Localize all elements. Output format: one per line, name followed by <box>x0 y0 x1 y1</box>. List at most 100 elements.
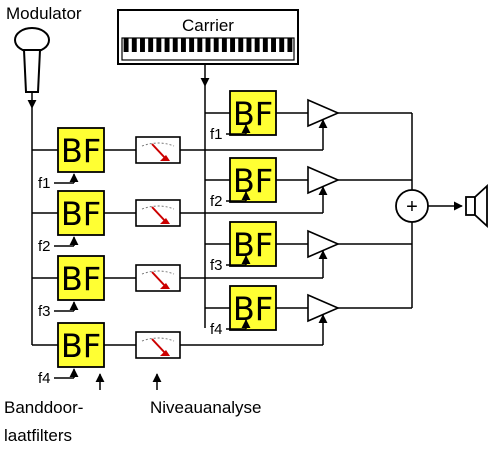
meter-scale <box>141 205 175 210</box>
frequency-label: f3 <box>38 303 51 320</box>
black-key <box>131 38 137 52</box>
filter-box <box>57 190 105 236</box>
filters-label-line1: Banddoor- <box>4 398 83 417</box>
black-key <box>279 38 285 52</box>
frequency-tag: f3 <box>38 301 79 320</box>
sum-bus <box>411 113 463 308</box>
meter-needle <box>151 206 167 223</box>
black-key <box>123 38 129 52</box>
left-bank-row: BF f4 <box>32 322 205 387</box>
meter-face <box>135 136 181 164</box>
band-filter: BF <box>229 221 277 267</box>
black-key <box>197 38 203 52</box>
black-key <box>262 38 268 52</box>
frequency-label: f2 <box>210 193 223 210</box>
band-filter: BF <box>229 90 277 136</box>
band-filter: BF <box>57 322 105 368</box>
level-analysis-label: Niveauanalyse <box>150 398 262 417</box>
black-key <box>287 38 293 52</box>
meter-pivot <box>160 283 170 289</box>
filter-box <box>57 255 105 301</box>
left-bank-row: BF f2 <box>32 190 205 255</box>
level-meter-icon <box>135 199 181 227</box>
black-key <box>246 38 252 52</box>
black-key <box>238 38 244 52</box>
modulator-label: Modulator <box>6 4 82 23</box>
frequency-tag: f2 <box>210 191 251 210</box>
meter-scale <box>141 270 175 275</box>
frequency-tag: f4 <box>210 319 251 338</box>
black-key <box>156 38 162 52</box>
filters-label-line2: laatfilters <box>4 426 72 445</box>
meter-needle <box>151 271 167 288</box>
black-key <box>230 38 236 52</box>
frequency-tag: f4 <box>38 368 79 387</box>
right-bank-row: BF f2 <box>205 157 412 214</box>
black-key <box>221 38 227 52</box>
meter-scale <box>141 142 175 147</box>
meter-needle <box>151 143 167 160</box>
filter-box <box>57 127 105 173</box>
black-key <box>205 38 211 52</box>
black-key <box>164 38 170 52</box>
left-bank-row: BF f3 <box>32 255 205 320</box>
meter-scale <box>141 337 175 342</box>
meter-needle <box>151 338 167 355</box>
filter-text: BF <box>233 95 273 133</box>
black-key <box>271 38 276 52</box>
filter-text: BF <box>233 290 273 328</box>
keyboard-icon <box>121 37 295 61</box>
frequency-label: f1 <box>38 175 51 192</box>
frequency-label: f4 <box>210 321 223 338</box>
filter-text: BF <box>233 226 273 264</box>
filter-text: BF <box>233 162 273 200</box>
sum-symbol: + <box>406 196 418 218</box>
level-meter-icon <box>135 331 181 359</box>
filter-text: BF <box>61 327 101 365</box>
right-bank-row: BF f1 <box>205 90 412 151</box>
band-filter: BF <box>57 190 105 236</box>
frequency-label: f4 <box>38 370 51 387</box>
filter-box <box>229 285 277 331</box>
right-bank-row: BF f3 <box>205 221 412 279</box>
filter-box <box>229 221 277 267</box>
filter-text: BF <box>61 195 101 233</box>
frequency-tag: f1 <box>210 124 251 143</box>
frequency-label: f3 <box>210 257 223 274</box>
black-key <box>148 38 154 52</box>
black-key <box>172 38 178 52</box>
filter-box <box>229 90 277 136</box>
left-bank-row: BF f1 <box>32 127 205 192</box>
band-filter: BF <box>57 255 105 301</box>
black-key <box>254 38 260 52</box>
black-key <box>213 38 219 52</box>
level-meter-icon <box>135 264 181 292</box>
frequency-label: f1 <box>210 126 223 143</box>
filter-text: BF <box>61 132 101 170</box>
microphone-icon <box>14 27 50 93</box>
frequency-label: f2 <box>38 238 51 255</box>
band-filter: BF <box>57 127 105 173</box>
band-filter: BF <box>229 157 277 203</box>
right-bank-row: BF f4 <box>205 285 412 346</box>
filter-text: BF <box>61 260 101 298</box>
level-meter-icon <box>135 136 181 164</box>
frequency-tag: f2 <box>38 236 79 255</box>
frequency-tag: f3 <box>210 255 251 274</box>
frequency-tag: f1 <box>38 173 79 192</box>
carrier-keyboard: Carrier <box>117 9 299 65</box>
black-key <box>180 38 186 52</box>
band-filter: BF <box>229 285 277 331</box>
black-key <box>189 38 195 52</box>
speaker-icon <box>465 183 488 229</box>
adder-icon: + <box>395 189 429 223</box>
caption-arrows <box>95 373 162 390</box>
carrier-label: Carrier <box>182 16 234 35</box>
black-key <box>140 38 145 52</box>
meter-pivot <box>160 218 170 224</box>
meter-pivot <box>160 155 170 161</box>
